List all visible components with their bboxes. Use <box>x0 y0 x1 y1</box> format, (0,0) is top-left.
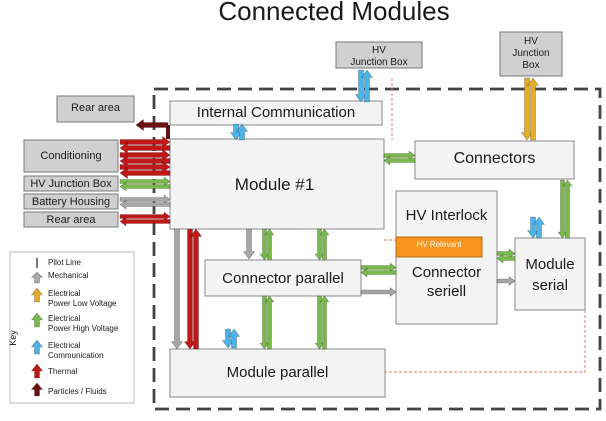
input-box-rear-area <box>23 211 119 228</box>
key-label-communication: Electrical Communication <box>48 341 104 360</box>
module-label-internal-communication: Internal Communication <box>196 104 356 121</box>
external-box-label-hv-junction-top: HV Junction Box <box>350 45 408 68</box>
module-box-module-1 <box>169 138 385 230</box>
key-swatch-high-voltage <box>30 312 44 328</box>
module-box-connectors <box>414 140 575 180</box>
hv-junction-box-link-right <box>119 176 171 187</box>
key-label-high-voltage: Electrical Power High Voltage <box>48 314 119 333</box>
input-label-hv-junction-box: HV Junction Box <box>30 178 112 190</box>
module-label-module-serial: Module serial <box>525 256 575 294</box>
hv-seriell-module-serial-right <box>496 248 516 259</box>
comm-internal-module1-down <box>229 123 243 141</box>
thermal-conditioning-a-right <box>119 135 171 149</box>
particles-rear-top <box>135 118 169 132</box>
module-box-connector-parallel <box>204 259 362 297</box>
input-box-battery-housing <box>23 193 119 210</box>
mechanical-module1-module-parallel <box>170 228 184 350</box>
hv-connector-module-parallel-a-down <box>259 295 270 350</box>
input-label-conditioning: Conditioning <box>40 150 102 162</box>
comm-hv-junction-top-up <box>360 69 374 103</box>
diagram-title: Connected Modules <box>218 0 450 26</box>
key-swatch-mechanical <box>30 271 44 284</box>
key-label-particles: Particles / Fluids <box>48 387 107 396</box>
hv-junction-box-link-left <box>119 181 171 192</box>
key-box <box>9 251 135 404</box>
system-boundary <box>152 87 602 411</box>
comm-module-serial-up <box>532 216 546 239</box>
low-voltage-hv-junction-right-down <box>520 77 534 141</box>
module-box-module-serial <box>514 237 586 311</box>
hv-module1-connectors-right <box>383 150 416 161</box>
module-label-connectors: Connectors <box>453 150 536 167</box>
hv-connector-module-parallel-b-down <box>314 295 325 350</box>
external-box-label-hv-junction-right: HV Junction Box <box>512 36 550 71</box>
key-swatch-communication <box>30 339 44 355</box>
comm-module-serial-down <box>526 216 540 239</box>
external-box-rear-area-top <box>56 95 135 123</box>
key-label-thermal: Thermal <box>48 367 78 376</box>
thermal-module1-module-parallel-down <box>183 228 197 350</box>
mechanical-seriell-module-serial <box>496 276 516 286</box>
thermal-conditioning-c-left <box>119 166 171 180</box>
external-box-hv-junction-right <box>499 31 563 77</box>
mechanical-battery-housing-left <box>119 199 171 210</box>
module-box-internal-communication <box>169 100 383 126</box>
input-label-battery-housing: Battery Housing <box>31 196 111 208</box>
mechanical-battery-housing-right <box>119 194 171 205</box>
hv-parallel-seriell-left <box>360 267 397 278</box>
input-box-conditioning <box>23 139 119 173</box>
hv-connectors-module-serial-up <box>562 179 573 239</box>
hv-module1-connector-parallel-a-up <box>264 228 275 261</box>
thermal-rear-area-left <box>119 216 171 227</box>
module-label-module-1: Module #1 <box>234 175 315 194</box>
mechanical-parallel-seriell <box>360 287 397 297</box>
comm-module-parallel-down <box>221 328 235 349</box>
hv-parallel-seriell-right <box>360 262 397 273</box>
comm-internal-module1-up <box>235 123 249 141</box>
key-swatch-particles <box>30 382 44 397</box>
hv-module1-connectors-left <box>383 155 416 166</box>
key-title: Key <box>7 330 18 346</box>
hv-connectors-module-serial-down <box>557 179 568 239</box>
hv-seriell-module-serial-left <box>496 253 516 264</box>
external-box-label-rear-area-top: Rear area <box>71 102 120 114</box>
input-box-hv-junction-box <box>23 175 119 192</box>
hv-connector-module-parallel-a-up <box>264 295 275 350</box>
comm-hv-junction-top-down <box>354 69 368 103</box>
module-label-hv-interlock: HV Interlock <box>405 207 488 224</box>
external-box-hv-junction-top <box>335 41 423 69</box>
key-label-pilot-line: Pilot Line <box>48 258 81 267</box>
thermal-conditioning-b-right <box>119 148 171 162</box>
module-label-module-parallel: Module parallel <box>226 364 329 381</box>
mechanical-module1-connector-parallel <box>242 228 256 260</box>
key-label-mechanical: Mechanical <box>48 271 89 280</box>
module-box-module-parallel <box>169 348 386 398</box>
hv-module1-connector-parallel-b-up <box>319 228 330 261</box>
key-swatch-thermal <box>30 363 44 379</box>
module-label-connector-parallel: Connector parallel <box>222 270 344 287</box>
comm-module-parallel-up <box>227 328 241 349</box>
hv-connector-module-parallel-b-up <box>319 295 330 350</box>
key-label-low-voltage: Electrical Power Low Voltage <box>48 289 117 308</box>
thermal-rear-area-right <box>119 211 171 222</box>
key-swatch-low-voltage <box>30 287 44 303</box>
thermal-module1-module-parallel-up <box>189 228 203 350</box>
low-voltage-hv-junction-right-up <box>526 77 540 141</box>
module-label-connector-seriell: Connector seriell <box>411 264 482 300</box>
badge-hv-relevant <box>395 236 483 258</box>
input-label-rear-area: Rear area <box>46 214 96 226</box>
thermal-conditioning-c-right <box>119 160 171 174</box>
badge-label-hv-relevant: HV Relevant <box>416 240 462 249</box>
